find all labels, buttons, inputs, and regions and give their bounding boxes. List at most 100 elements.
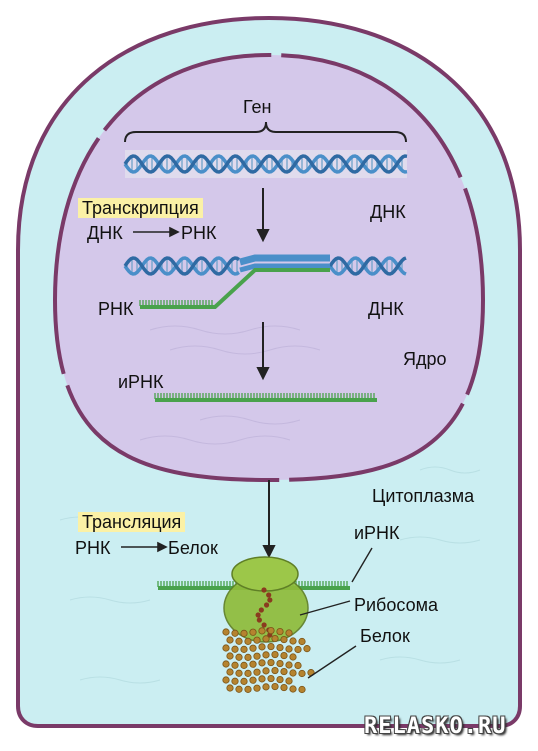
amino-acid [276, 675, 284, 684]
amino-acid [266, 592, 272, 598]
protein-chain [222, 587, 315, 694]
label-protein: Белок [360, 626, 410, 646]
amino-acid [298, 669, 306, 678]
template-strand [239, 254, 330, 266]
label-nucleus: Ядро [403, 349, 447, 369]
amino-acid [261, 587, 267, 593]
amino-acid [244, 653, 252, 661]
amino-acid [298, 685, 306, 694]
coding-strand [239, 263, 330, 273]
amino-acid [226, 684, 234, 692]
amino-acid [271, 650, 279, 659]
amino-acid [231, 661, 239, 669]
amino-acid [258, 607, 264, 613]
amino-acid [276, 659, 284, 668]
dna-strand [328, 256, 407, 276]
amino-acid [263, 602, 270, 608]
amino-acid [235, 685, 243, 693]
amino-acid [231, 645, 239, 653]
label-ribosome: Рибосома [354, 595, 438, 615]
dna-strand [123, 154, 408, 174]
amino-acid [276, 643, 284, 652]
amino-acid [244, 637, 252, 645]
amino-acid [249, 660, 257, 668]
amino-acid [267, 674, 275, 683]
amino-acid [271, 666, 279, 675]
label-gene: Ген [243, 97, 272, 117]
amino-acid [267, 626, 275, 635]
amino-acid [285, 677, 293, 685]
amino-acid [271, 682, 279, 691]
amino-acid [276, 627, 284, 636]
amino-acid [289, 685, 297, 693]
dna-double-helix [123, 154, 408, 174]
amino-acid [240, 629, 248, 637]
amino-acid [235, 669, 243, 677]
label-translation: Трансляция [78, 512, 186, 532]
amino-acid [255, 612, 261, 618]
amino-acid [222, 676, 230, 684]
amino-acid [303, 645, 311, 653]
amino-acid [289, 653, 297, 661]
amino-acid [231, 677, 239, 685]
amino-acid [222, 644, 230, 652]
amino-acid [253, 636, 261, 644]
amino-acid [280, 651, 288, 660]
amino-acid [258, 659, 266, 667]
amino-acid [222, 660, 230, 668]
amino-acid [271, 634, 279, 643]
label-mrna-nucleus: иРНК [118, 372, 164, 392]
label-dna-bottom: ДНК [368, 299, 404, 319]
amino-acid [249, 676, 257, 684]
amino-acid [285, 645, 293, 653]
amino-acid [262, 635, 270, 643]
label-rna-right: РНК [181, 223, 217, 243]
label-rna-left: РНК [75, 538, 111, 558]
label-dna-left: ДНК [87, 223, 123, 243]
amino-acid [262, 683, 270, 691]
amino-acid [258, 643, 266, 651]
amino-acid [289, 637, 297, 645]
amino-acid [222, 628, 230, 636]
amino-acid [267, 658, 275, 667]
amino-acid [240, 661, 248, 669]
rna-transcript [140, 268, 330, 309]
amino-acid [280, 635, 288, 644]
amino-acid [285, 661, 293, 669]
dna-strand [123, 154, 408, 174]
amino-acid [235, 653, 243, 661]
amino-acid [235, 637, 243, 645]
amino-acid [240, 645, 248, 653]
amino-acid [267, 597, 273, 603]
nuclear-envelope [52, 52, 486, 483]
mrna-strand-nucleus [154, 393, 377, 402]
inline-arrows [121, 226, 180, 553]
amino-acid [249, 628, 257, 636]
label-cytoplasm: Цитоплазма [372, 486, 475, 506]
dna-helix-transcribing [123, 254, 407, 309]
amino-acid [289, 669, 297, 677]
dna-strand [123, 256, 240, 276]
amino-acid [258, 675, 266, 683]
ribosome [223, 556, 309, 643]
amino-acid [280, 683, 288, 692]
amino-acid [280, 667, 288, 676]
amino-acid [231, 629, 239, 637]
amino-acid [285, 629, 293, 637]
nucleus-texture [139, 325, 321, 445]
label-rna-strand: РНК [98, 299, 134, 319]
amino-acid [249, 644, 257, 652]
amino-acid [258, 627, 266, 635]
label-transcription: Транскрипция [78, 198, 203, 218]
amino-acid [262, 667, 270, 675]
flow-arrows [256, 188, 276, 559]
amino-acid [298, 637, 306, 646]
amino-acid [267, 642, 275, 651]
dna-strand [123, 256, 240, 276]
amino-acid [244, 669, 252, 677]
amino-acid [256, 617, 262, 623]
amino-acid [294, 645, 302, 654]
gene-brace [124, 121, 407, 143]
